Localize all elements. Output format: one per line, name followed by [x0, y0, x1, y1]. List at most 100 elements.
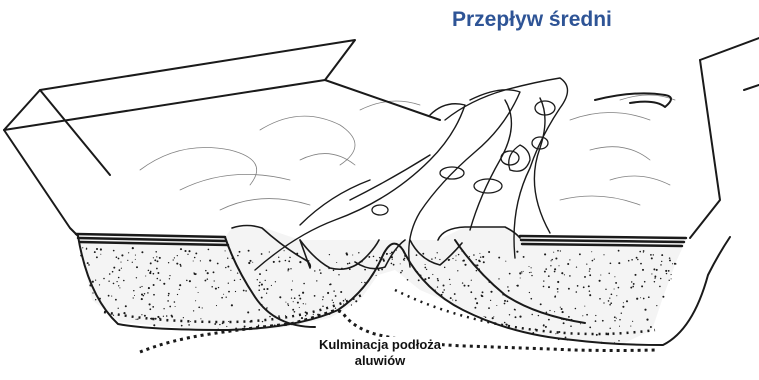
stipple-dot — [214, 323, 216, 325]
stipple-dot — [141, 251, 143, 253]
stipple-dot — [425, 264, 426, 265]
stipple-dot — [596, 334, 598, 336]
stipple-dot — [383, 252, 384, 253]
stipple-dot — [364, 269, 366, 271]
stipple-dot — [424, 278, 426, 280]
oxbow-lake — [595, 93, 671, 107]
stipple-dot — [544, 271, 546, 273]
stipple-dot — [554, 271, 556, 273]
stipple-dot — [249, 260, 251, 262]
stipple-dot — [462, 282, 463, 283]
stipple-dot — [543, 286, 545, 288]
stipple-dot — [198, 306, 200, 308]
stipple-dot — [292, 309, 294, 311]
stipple-dot — [118, 308, 119, 309]
stipple-dot — [498, 257, 500, 259]
stipple-dot — [108, 295, 110, 297]
stipple-dot — [404, 255, 406, 257]
stipple-dot — [333, 290, 334, 291]
stipple-dot — [157, 260, 159, 262]
stipple-dot — [221, 297, 223, 299]
stipple-dot — [509, 314, 510, 315]
stipple-dot — [672, 263, 673, 264]
stipple-dot — [157, 278, 159, 280]
stipple-dot — [439, 259, 440, 260]
stipple-dot — [589, 270, 590, 271]
stipple-dot — [336, 262, 337, 263]
stipple-dot — [195, 287, 196, 288]
stipple-dot — [115, 299, 117, 301]
stipple-dot — [228, 283, 229, 284]
stipple-dot — [153, 273, 155, 275]
stipple-dot — [238, 269, 240, 271]
stipple-dot — [88, 264, 90, 266]
stipple-dot — [314, 295, 316, 297]
stipple-dot — [488, 307, 490, 309]
stipple-dot — [650, 326, 652, 328]
stipple-dot — [275, 281, 276, 282]
stipple-dot — [159, 318, 161, 320]
stipple-dot — [422, 253, 424, 255]
stipple-dot — [264, 326, 265, 327]
block-outline — [4, 38, 759, 238]
stipple-dot — [87, 262, 89, 264]
stipple-dot — [528, 266, 529, 267]
stipple-dot — [266, 293, 267, 294]
stipple-dot — [637, 259, 639, 261]
stipple-dot — [82, 247, 83, 248]
stipple-dot — [577, 285, 579, 287]
stipple-dot — [156, 256, 157, 257]
stipple-dot — [482, 291, 484, 293]
stipple-dot — [490, 300, 491, 301]
stipple-dot — [450, 284, 451, 285]
stipple-dot — [483, 261, 485, 263]
stipple-dot — [156, 268, 158, 270]
stipple-dot — [231, 304, 233, 306]
stipple-dot — [420, 275, 422, 277]
stipple-dot — [654, 281, 655, 282]
stipple-dot — [157, 316, 159, 318]
stipple-dot — [148, 287, 150, 289]
stipple-dot — [179, 289, 180, 290]
stipple-dot — [467, 257, 468, 258]
stipple-dot — [349, 262, 351, 264]
stipple-dot — [166, 315, 168, 317]
stipple-dot — [523, 271, 524, 272]
stipple-dot — [235, 291, 236, 292]
stipple-dot — [619, 319, 620, 320]
stipple-dot — [464, 285, 466, 287]
stipple-dot — [207, 278, 209, 280]
stipple-dot — [441, 294, 443, 296]
channel-bars — [372, 101, 555, 215]
stipple-dot — [450, 297, 452, 299]
stipple-dot — [569, 259, 570, 260]
stipple-dot — [555, 257, 557, 259]
stipple-dot — [259, 285, 261, 287]
stipple-dot — [530, 272, 531, 273]
stipple-dot — [266, 308, 268, 310]
stipple-dot — [516, 285, 517, 286]
stipple-dot — [391, 263, 393, 265]
stipple-dot — [522, 272, 523, 273]
stipple-dot — [343, 300, 345, 302]
stipple-dot — [391, 256, 393, 258]
stipple-dot — [481, 295, 482, 296]
stipple-dot — [462, 260, 463, 261]
stipple-dot — [504, 303, 506, 305]
stipple-dot — [299, 261, 301, 263]
stipple-dot — [562, 311, 564, 313]
stipple-dot — [150, 262, 152, 264]
stipple-dot — [549, 310, 550, 311]
stipple-dot — [329, 313, 331, 315]
stipple-dot — [302, 292, 304, 294]
stipple-dot — [651, 273, 652, 274]
stipple-dot — [226, 326, 227, 327]
stipple-dot — [614, 316, 616, 318]
stipple-dot — [303, 283, 305, 285]
stipple-dot — [200, 318, 201, 319]
stipple-dot — [443, 285, 445, 287]
stipple-dot — [226, 297, 227, 298]
stipple-dot — [269, 251, 270, 252]
stipple-dot — [103, 278, 105, 280]
stipple-dot — [274, 316, 276, 318]
